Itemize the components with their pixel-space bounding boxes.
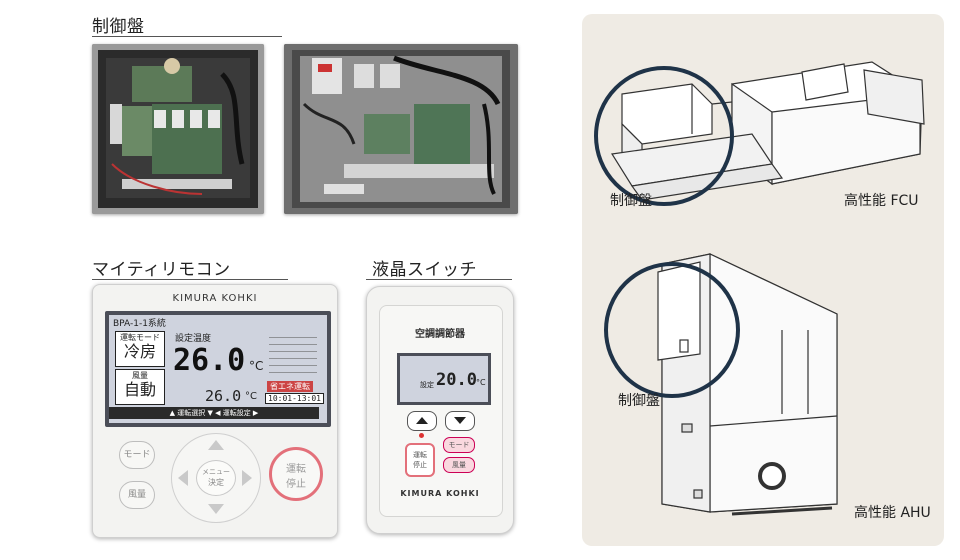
fcu-highlight-circle [594, 66, 734, 206]
remote-menu-label: メニュー [202, 468, 230, 476]
lcd-down-button[interactable] [445, 411, 475, 431]
control-panel-rule [92, 36, 282, 37]
lcd-switch-brand: KIMURA KOHKI [400, 489, 480, 498]
remote-run-button[interactable]: 運転 停止 [269, 447, 323, 501]
control-panel-photo-2 [284, 44, 518, 214]
remote-fan-label: 風量 [132, 371, 148, 380]
fcu-drawing [611, 61, 925, 201]
dpad-right-icon[interactable] [242, 470, 252, 486]
remote-status-icons [269, 333, 317, 379]
remote-mode-value: 冷房 [123, 342, 156, 361]
remote-stop-label: 停止 [286, 479, 306, 490]
dpad-down-icon[interactable] [208, 504, 224, 514]
remote-screen: BPA-1-1系統 運転モード 冷房 風量 自動 設定温度 26.0 °C 26… [105, 311, 331, 427]
remote-setpoint-label: 設定温度 [175, 334, 212, 344]
lcd-stop-label: 停止 [413, 461, 427, 469]
control-panel-photo-2-graphic [284, 44, 518, 214]
lcd-switch-setpoint-tag: 設定 [420, 381, 434, 389]
fcu-label: 高性能 FCU [844, 193, 919, 209]
lcd-run-indicator [419, 433, 424, 438]
remote-fan-value: 自動 [123, 380, 156, 399]
dpad-up-icon[interactable] [208, 440, 224, 450]
remote-schedule-label: 省エネ運転 [267, 381, 313, 392]
lcd-switch-rule [366, 279, 512, 280]
remote-enter-label: 決定 [208, 478, 224, 487]
lcd-switch-screen: 設定 20.0 °C [397, 353, 491, 405]
lcd-run-button[interactable]: 運転 停止 [405, 443, 435, 477]
remote-room-unit: °C [245, 391, 257, 402]
remote-run-label: 運転 [286, 464, 306, 475]
lcd-up-icon [416, 417, 428, 424]
equipment-line-drawing [594, 61, 925, 516]
remote-rule [92, 279, 288, 280]
lcd-switch-unit: °C [476, 378, 486, 387]
ahu-drawing [657, 253, 838, 516]
lcd-run-label: 運転 [413, 451, 427, 459]
remote-dpad: メニュー 決定 [171, 433, 261, 523]
remote-schedule-time: 10:01-13:01 [265, 393, 324, 404]
lcd-switch-heading: 液晶スイッチ [372, 260, 477, 280]
remote-brand: KIMURA KOHKI [172, 293, 258, 304]
dpad-left-icon[interactable] [178, 470, 188, 486]
lcd-switch-inner [379, 305, 503, 517]
lcd-switch-temp: 20.0 [436, 370, 477, 390]
remote-mode-label: 運転モード [120, 333, 160, 342]
remote-mode-box: 運転モード 冷房 [115, 331, 165, 367]
fcu-panel-label: 制御盤 [610, 193, 652, 209]
lcd-mode-button[interactable]: モード [443, 437, 475, 453]
remote-fan-button[interactable]: 風量 [119, 481, 155, 509]
equipment-diagram-panel: 制御盤 高性能 FCU 制御盤 高性能 AHU [582, 14, 944, 546]
remote-setpoint-unit: °C [249, 359, 264, 373]
lcd-switch: 空調調節器 設定 20.0 °C 運転 停止 モード 風量 KIMURA KOH… [366, 286, 514, 534]
remote-enter-button[interactable]: メニュー 決定 [196, 460, 236, 496]
ahu-highlight-circle [604, 262, 740, 398]
control-panel-photo-1-graphic [92, 44, 264, 214]
control-panel-heading: 制御盤 [92, 17, 145, 37]
remote-controller: KIMURA KOHKI BPA-1-1系統 運転モード 冷房 風量 自動 設定… [92, 284, 338, 538]
ahu-panel-label: 制御盤 [618, 393, 660, 409]
remote-mode-button[interactable]: モード [119, 441, 155, 469]
lcd-switch-title: 空調調節器 [415, 329, 465, 340]
remote-setpoint-value: 26.0 [173, 343, 246, 378]
control-panel-photo-1 [92, 44, 264, 214]
lcd-up-button[interactable] [407, 411, 437, 431]
lcd-fan-button[interactable]: 風量 [443, 457, 475, 473]
remote-heading: マイティリモコン [92, 260, 231, 280]
remote-room-value: 26.0 [205, 387, 242, 405]
ahu-label: 高性能 AHU [854, 505, 931, 521]
remote-screen-footer: ▲ 運転選択 ▼ ◀ 運転設定 ▶ [109, 407, 319, 419]
remote-screen-header: BPA-1-1系統 [113, 319, 166, 329]
remote-fan-box: 風量 自動 [115, 369, 165, 405]
lcd-down-icon [454, 417, 466, 424]
